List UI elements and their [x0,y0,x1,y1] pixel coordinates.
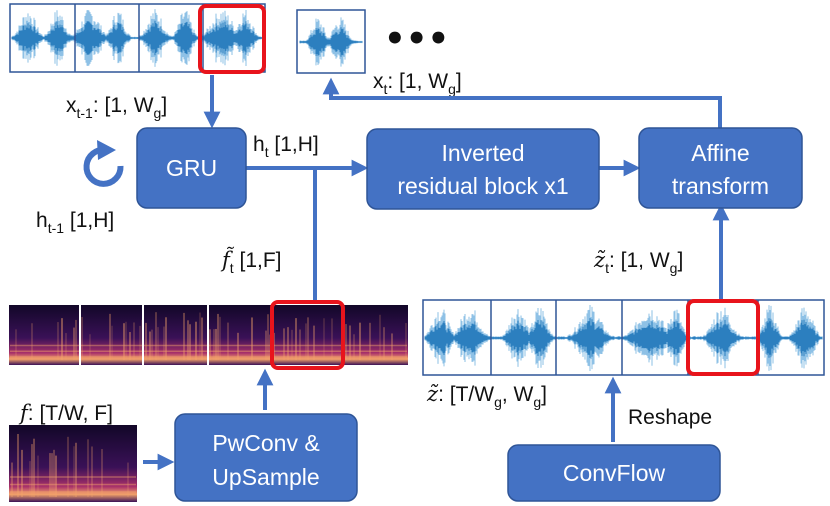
current-frame-highlight [198,4,266,74]
label-h-t: ht [1,H] [253,133,319,160]
upsampled-spectrogram-strip [9,300,408,370]
spectrogram-icon [9,425,137,502]
inverted-residual-block: Inverted residual block x1 [366,128,600,210]
pwconv-label-line2: UpSample [212,464,319,490]
convflow-label: ConvFlow [563,460,666,486]
inverted-label-line2: residual block x1 [397,173,568,199]
label-z-tilde: z̃: [T/Wg, Wg] [426,382,547,410]
gru-block: GRU [136,127,247,209]
affine-label-line2: transform [672,173,769,199]
label-reshape: Reshape [628,406,712,429]
latent-waveform-strip [422,299,825,376]
label-x-t-minus-1: xt-1: [1, Wg] [66,94,167,121]
label-z-tilde-t: z̃t: [1, Wg] [593,248,683,276]
recurrent-loop-icon [83,140,124,187]
ellipsis: ••• [384,19,449,59]
inverted-label-line1: Inverted [441,140,524,166]
current-frame-highlight [270,300,345,370]
connectors [143,75,730,471]
label-f: f: [T/W, F] [18,401,113,425]
convflow-block: ConvFlow [507,444,721,502]
pwconv-label-line1: PwConv & [212,430,319,456]
pwconv-upsample-block: PwConv & UpSample [174,413,358,502]
input-waveform-strip [9,3,266,74]
label-f-tilde-t: f̃t [1,F] [220,247,282,276]
affine-label-line1: Affine [691,140,749,166]
output-waveform-frame [296,9,366,74]
current-frame-highlight [686,299,760,376]
gru-label: GRU [166,155,217,181]
affine-transform-block: Affine transform [638,127,803,209]
label-x-t: xt: [1, Wg] [373,70,462,97]
label-h-t-minus-1: ht-1 [1,H] [36,209,114,236]
